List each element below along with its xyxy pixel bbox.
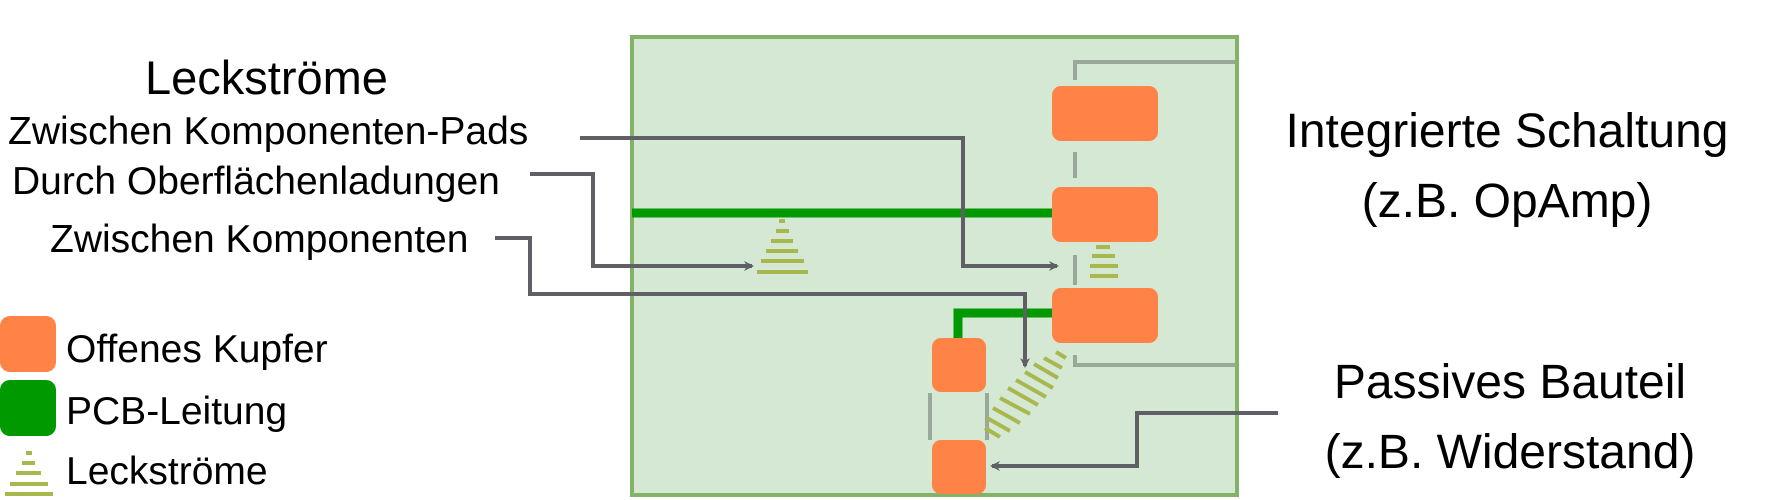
legend-trace-label: PCB-Leitung (66, 390, 288, 433)
passive-label-line1: Passives Bauteil (1333, 356, 1687, 409)
legend-leakage-icon (5, 451, 53, 496)
ic-label-line1: Integrierte Schaltung (1285, 105, 1729, 158)
passive-label: Passives Bauteil (z.B. Widerstand) (1290, 355, 1730, 480)
arrow-komponenten (495, 236, 1030, 368)
legend-trace-swatch (0, 380, 56, 436)
leakage-components-icon (983, 350, 1068, 439)
legend-leakage-label: Leckströme (66, 450, 268, 493)
ic-label: Integrierte Schaltung (z.B. OpAmp) (1268, 104, 1746, 229)
arrow-oberflaechenladungen (530, 172, 754, 271)
callout-arrows (495, 136, 1278, 471)
ic-pad-2 (1052, 187, 1158, 242)
label-between-pads: Zwischen Komponenten-Pads (8, 110, 529, 153)
label-surface-charges: Durch Oberflächenladungen (12, 160, 500, 203)
arrow-komponenten-pads (580, 136, 1059, 271)
ic-pad-3 (1052, 288, 1158, 343)
passive-label-line2: (z.B. Widerstand) (1324, 426, 1696, 479)
legend-copper-swatch (0, 316, 56, 372)
passive-outline (928, 393, 989, 440)
ic-label-line2: (z.B. OpAmp) (1361, 175, 1653, 228)
ic-pad-1 (1052, 86, 1158, 141)
leakage-surface-icon (757, 219, 808, 274)
legend-copper-label: Offenes Kupfer (66, 328, 328, 371)
leakage-title: Leckströme (145, 51, 388, 104)
label-between-components: Zwischen Komponenten (50, 218, 469, 261)
passive-pad-top (932, 338, 986, 392)
passive-pad-bottom (932, 440, 986, 494)
leakage-pads-icon (1090, 245, 1118, 278)
ic-outline (1073, 60, 1235, 367)
arrow-passive (990, 411, 1278, 471)
